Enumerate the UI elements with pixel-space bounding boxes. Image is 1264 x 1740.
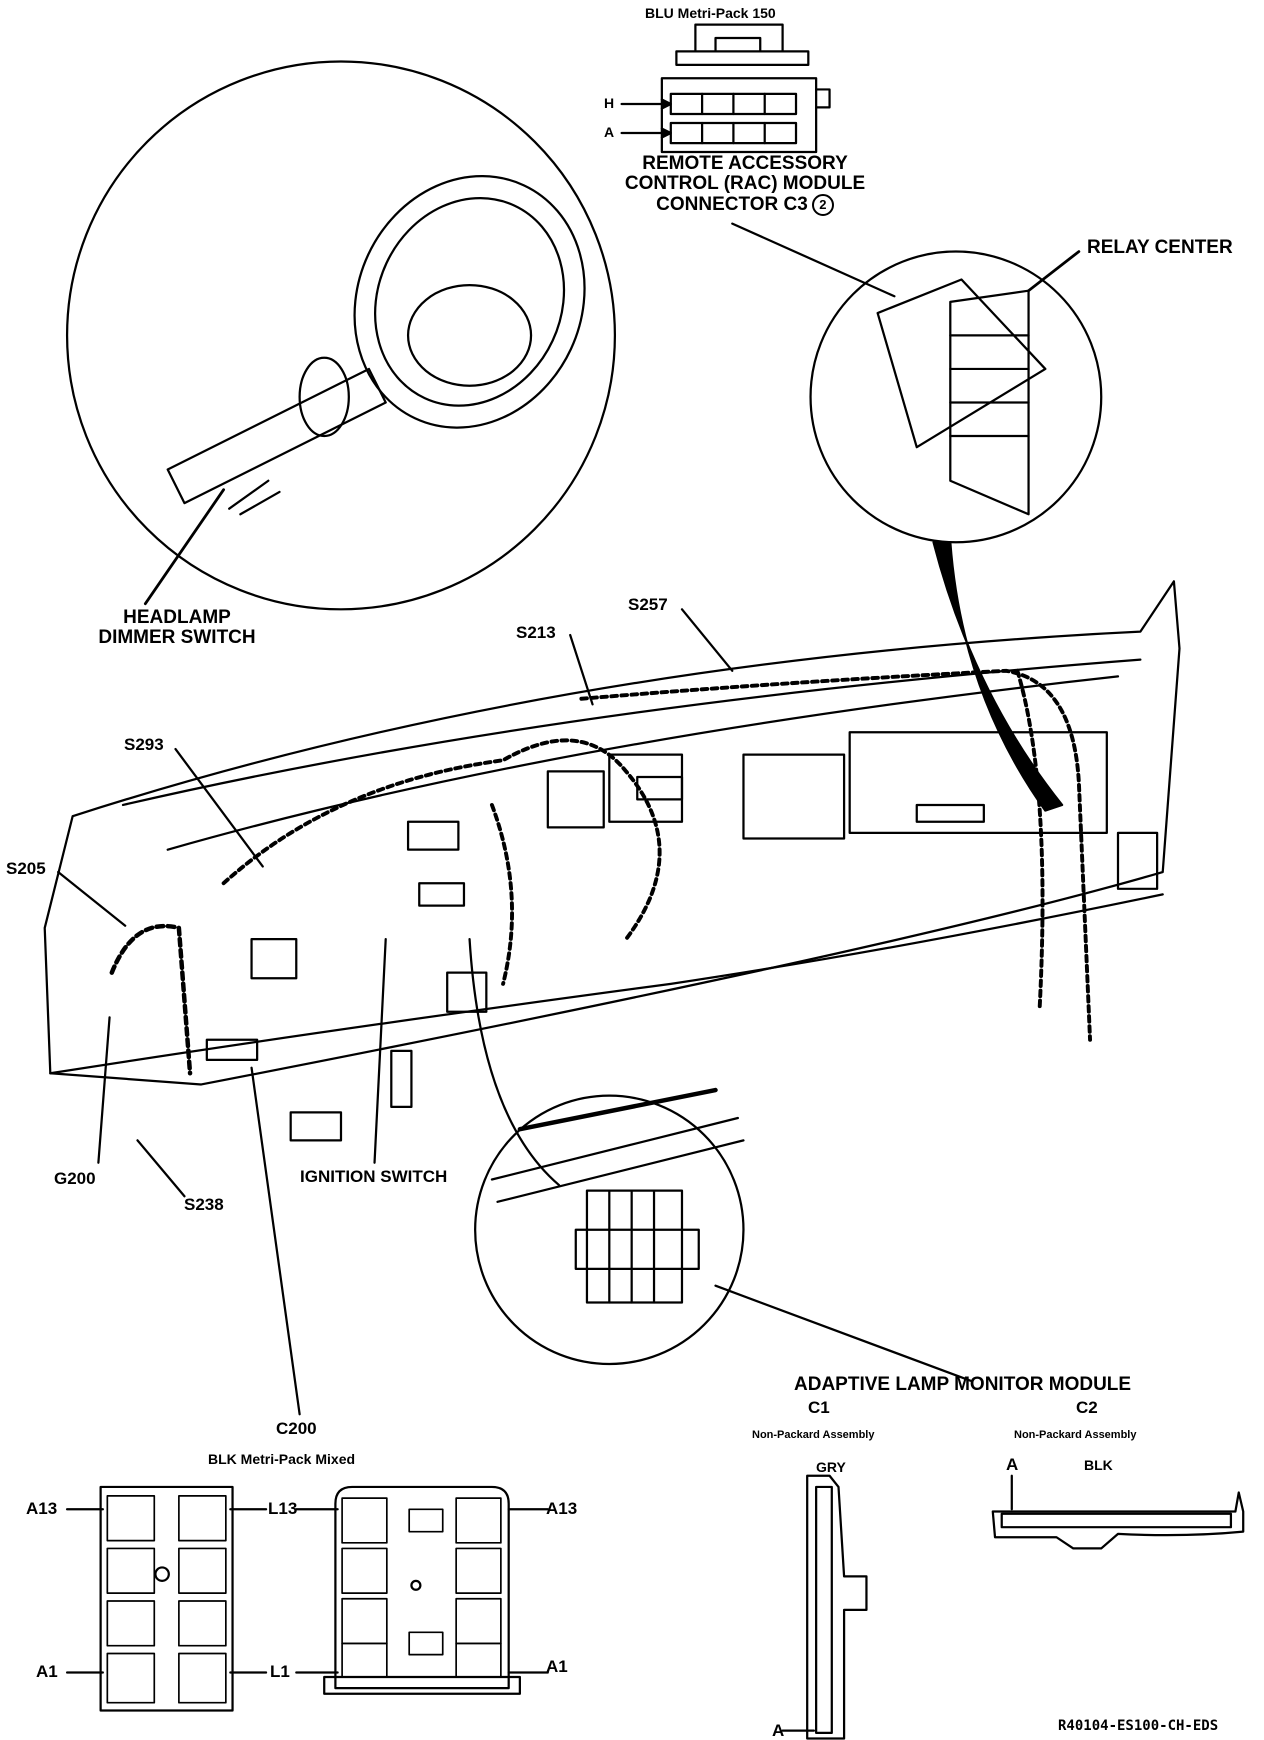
splice-s205: S205 (6, 859, 46, 878)
splice-s257: S257 (628, 595, 668, 614)
headlamp-dimmer-switch-label: HEADLAMP DIMMER SWITCH (92, 608, 262, 648)
splice-s213: S213 (516, 623, 556, 642)
headlamp-label-line-1: HEADLAMP (123, 607, 231, 628)
c200-face-right (295, 1485, 549, 1695)
relay-center-inset (809, 250, 1103, 812)
rac-pin-label-a: A (604, 124, 615, 140)
c200-left-pin-a13: A13 (26, 1499, 58, 1518)
c200-left-pin-l13: L13 (268, 1499, 298, 1518)
relay-center-label: RELAY CENTER (1087, 237, 1233, 258)
rac-title-line-2: CONTROL (RAC) MODULE (624, 172, 866, 194)
c200-face-left (65, 1485, 268, 1712)
ignition-switch-label: IGNITION SWITCH (300, 1167, 448, 1186)
almm-c1-pin-a: A (772, 1721, 785, 1740)
almm-c2-label: C2 (1076, 1398, 1098, 1417)
almm-c1-label: C1 (808, 1398, 830, 1417)
almm-title: ADAPTIVE LAMP MONITOR MODULE (794, 1374, 1132, 1395)
steering-column-inset (65, 60, 617, 611)
c200-left-pin-l1: L1 (270, 1662, 290, 1681)
splice-s238: S238 (184, 1195, 224, 1214)
rac-title-line-1: REMOTE ACCESSORY (642, 153, 848, 174)
almm-c1-color: GRY (816, 1459, 846, 1475)
c200-left-pin-a1: A1 (36, 1662, 58, 1681)
c200-right-pin-a13: A13 (546, 1499, 578, 1518)
almm-c2-color: BLK (1084, 1457, 1113, 1473)
leader-lines (57, 608, 972, 1416)
rac-module-title: REMOTE ACCESSORY CONTROL (RAC) MODULE CO… (600, 154, 890, 216)
ground-g200: G200 (54, 1169, 96, 1188)
almm-c1-drawing (781, 1474, 868, 1740)
headlamp-label-line-2: DIMMER SWITCH (98, 626, 256, 648)
figure-code: R40104-ES100-CH-EDS (1058, 1718, 1219, 1734)
almm-c1-assembly: Non-Packard Assembly (752, 1429, 875, 1441)
rac-pin-label-h: H (604, 95, 615, 111)
almm-c2-assembly: Non-Packard Assembly (1014, 1429, 1137, 1441)
rac-title-line-3-text: CONNECTOR C3 (656, 193, 808, 215)
rac-connector-header: BLU Metri-Pack 150 (645, 5, 776, 21)
c200-sublabel: BLK Metri-Pack Mixed (208, 1451, 356, 1467)
c200-connector-inset (468, 938, 745, 1366)
c200-right-pin-a1: A1 (546, 1657, 568, 1676)
almm-c2-drawing (991, 1474, 1245, 1550)
almm-c2-pin-a: A (1006, 1455, 1019, 1474)
c200-label: C200 (276, 1419, 317, 1438)
splice-s293: S293 (124, 735, 164, 754)
instrument-panel (43, 580, 1181, 1142)
rac-connector-drawing (620, 23, 831, 154)
callout-number-badge: 2 (811, 193, 834, 216)
